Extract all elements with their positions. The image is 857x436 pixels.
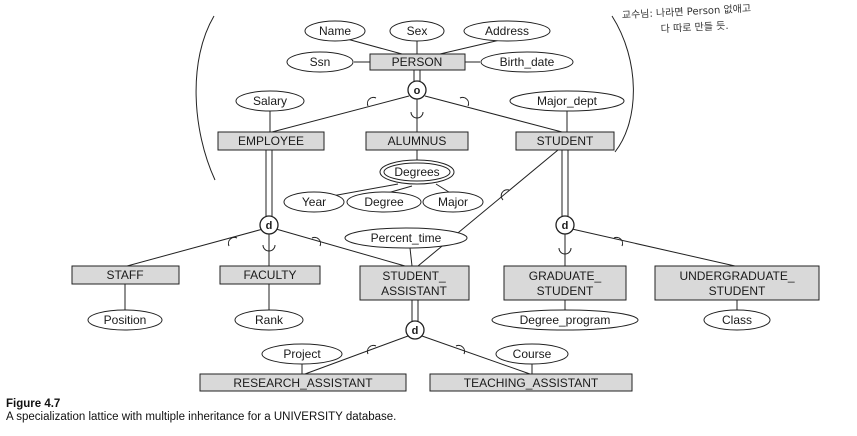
attr-salary: Salary bbox=[235, 90, 305, 112]
svg-text:Position: Position bbox=[104, 313, 147, 327]
svg-text:Course: Course bbox=[513, 347, 552, 361]
svg-text:Name: Name bbox=[319, 24, 351, 38]
disjoint-circle-assistant: d bbox=[405, 320, 425, 340]
attr-position: Position bbox=[87, 309, 163, 331]
svg-text:Rank: Rank bbox=[255, 313, 284, 327]
svg-text:Sex: Sex bbox=[407, 24, 428, 38]
attr-degrees-multivalued: Degrees bbox=[379, 159, 455, 185]
svg-text:교수님: 나라면 Person 없애고: 교수님: 나라면 Person 없애고 bbox=[622, 2, 752, 22]
svg-text:STUDENT_: STUDENT_ bbox=[382, 269, 446, 283]
svg-text:Address: Address bbox=[485, 24, 529, 38]
attr-major: Major bbox=[422, 191, 484, 213]
svg-text:Degrees: Degrees bbox=[394, 165, 439, 179]
svg-text:d: d bbox=[266, 220, 273, 232]
attr-degree-program: Degree_program bbox=[491, 309, 639, 331]
entity-faculty: FACULTY bbox=[219, 265, 321, 285]
right-bracket bbox=[611, 15, 634, 153]
svg-text:TEACHING_ASSISTANT: TEACHING_ASSISTANT bbox=[464, 376, 599, 390]
entity-undergraduate-student: UNDERGRADUATE_ STUDENT bbox=[654, 265, 820, 301]
figure-title: Figure 4.7 bbox=[6, 398, 61, 410]
attr-address: Address bbox=[463, 20, 551, 42]
svg-text:ASSISTANT: ASSISTANT bbox=[381, 284, 447, 298]
attr-sex: Sex bbox=[389, 20, 445, 42]
svg-text:Year: Year bbox=[302, 195, 326, 209]
attr-year: Year bbox=[283, 191, 345, 213]
entity-alumnus: ALUMNUS bbox=[365, 131, 469, 151]
connector-lines bbox=[124, 15, 738, 375]
attr-course: Course bbox=[495, 343, 569, 365]
attr-birth-date: Birth_date bbox=[480, 51, 574, 73]
svg-text:Major: Major bbox=[438, 195, 468, 209]
attr-degree: Degree bbox=[346, 191, 422, 213]
svg-text:FACULTY: FACULTY bbox=[243, 268, 296, 282]
svg-text:STAFF: STAFF bbox=[106, 268, 143, 282]
attr-project: Project bbox=[261, 343, 343, 365]
disjoint-circle-student: d bbox=[555, 215, 575, 235]
svg-text:Degree_program: Degree_program bbox=[520, 313, 611, 327]
svg-text:STUDENT: STUDENT bbox=[537, 284, 594, 298]
svg-text:PERSON: PERSON bbox=[392, 55, 443, 69]
figure-caption: A specialization lattice with multiple i… bbox=[6, 411, 397, 423]
svg-text:RESEARCH_ASSISTANT: RESEARCH_ASSISTANT bbox=[233, 376, 373, 390]
svg-text:Ssn: Ssn bbox=[310, 55, 331, 69]
attr-percent-time: Percent_time bbox=[344, 227, 468, 249]
svg-text:ALUMNUS: ALUMNUS bbox=[388, 134, 447, 148]
svg-text:GRADUATE_: GRADUATE_ bbox=[529, 269, 602, 283]
attr-class: Class bbox=[703, 309, 771, 331]
svg-text:UNDERGRADUATE_: UNDERGRADUATE_ bbox=[679, 269, 794, 283]
disjoint-circle-employee: d bbox=[259, 215, 279, 235]
svg-text:Major_dept: Major_dept bbox=[537, 94, 598, 108]
attr-name: Name bbox=[304, 20, 366, 42]
svg-text:다 따로 만들 듯.: 다 따로 만들 듯. bbox=[660, 20, 728, 36]
attr-ssn: Ssn bbox=[286, 51, 354, 73]
svg-text:Birth_date: Birth_date bbox=[500, 55, 555, 69]
entity-research-assistant: RESEARCH_ASSISTANT bbox=[199, 373, 407, 392]
entity-student: STUDENT bbox=[515, 131, 615, 151]
svg-text:o: o bbox=[414, 85, 421, 97]
svg-text:Project: Project bbox=[283, 347, 321, 361]
entity-teaching-assistant: TEACHING_ASSISTANT bbox=[429, 373, 633, 392]
svg-text:Salary: Salary bbox=[253, 94, 287, 108]
entity-employee: EMPLOYEE bbox=[217, 131, 325, 151]
attr-rank: Rank bbox=[234, 309, 304, 331]
entity-person: PERSON bbox=[369, 53, 466, 71]
svg-text:STUDENT: STUDENT bbox=[537, 134, 594, 148]
svg-text:Class: Class bbox=[722, 313, 752, 327]
svg-text:EMPLOYEE: EMPLOYEE bbox=[238, 134, 304, 148]
left-bracket bbox=[195, 15, 216, 181]
svg-text:d: d bbox=[412, 325, 419, 337]
entity-graduate-student: GRADUATE_ STUDENT bbox=[503, 265, 627, 301]
svg-text:d: d bbox=[562, 220, 569, 232]
handwritten-note: 교수님: 나라면 Person 없애고 다 따로 만들 듯. bbox=[622, 2, 752, 36]
svg-text:Percent_time: Percent_time bbox=[371, 231, 442, 245]
overlap-circle: o bbox=[407, 80, 427, 100]
svg-text:Degree: Degree bbox=[364, 195, 404, 209]
entity-staff: STAFF bbox=[71, 265, 180, 285]
attr-major-dept: Major_dept bbox=[509, 90, 625, 112]
entity-student-assistant: STUDENT_ ASSISTANT bbox=[359, 265, 470, 301]
svg-text:STUDENT: STUDENT bbox=[709, 284, 766, 298]
